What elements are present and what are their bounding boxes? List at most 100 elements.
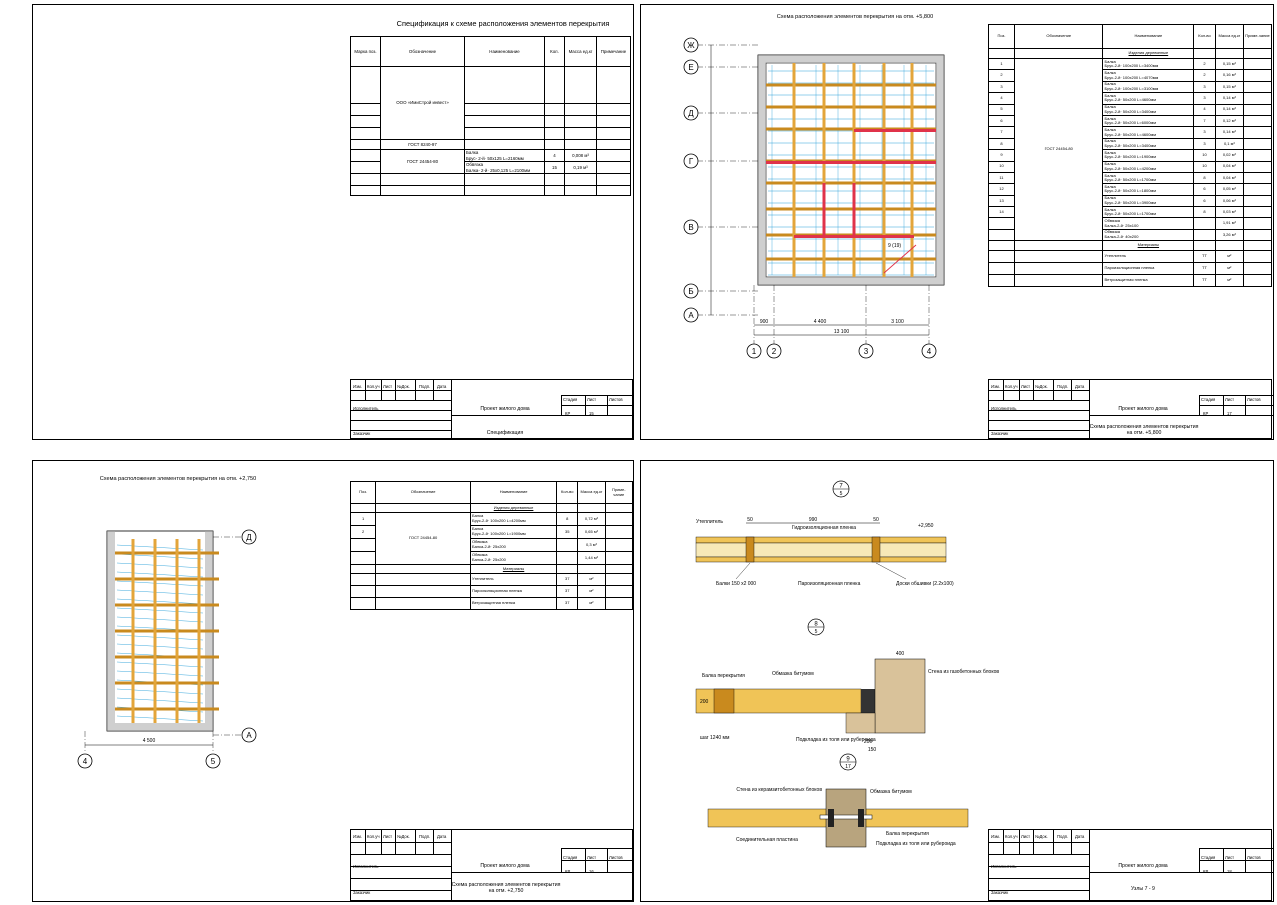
axis-col-1: 5 [211, 757, 216, 766]
red-beam [766, 161, 936, 164]
stamp-col-rule [585, 395, 586, 415]
node9-ref: 17 [845, 764, 851, 770]
beam [852, 63, 856, 277]
mat-name: Пароизоляционная пленка [1102, 262, 1195, 276]
stamp2-subtitle: Схема расположения элементов перекрытия … [1089, 424, 1199, 436]
s1-item1-qty: 15 [544, 161, 565, 174]
row-mass: 0,05 м³ [1214, 183, 1244, 196]
axis-row-2-circle [683, 105, 699, 121]
row-pos: 12 [988, 183, 1015, 196]
row-qty: 8 [1193, 206, 1216, 219]
n9-pad: Подкладка из толя или рубероида [876, 841, 956, 847]
s2-h5: Приме-чание [1242, 24, 1273, 49]
mat-gost [1013, 262, 1104, 276]
axis-col-2-circle [858, 343, 874, 359]
stamp-rule [351, 854, 451, 855]
stamp4-checker: Заказчик [991, 890, 1009, 895]
n9-bitumen [828, 809, 834, 827]
row-mass: 3,26 м³ [1214, 228, 1244, 242]
red-beam [822, 183, 826, 235]
row-mass: 0,14 м³ [1214, 92, 1244, 105]
beam [197, 539, 201, 723]
mat-note [1242, 250, 1273, 264]
dim-900: 900 [760, 319, 769, 325]
beam-end [205, 707, 219, 711]
stamp4-col-list: Лист [1021, 834, 1031, 839]
stamp-rule [989, 854, 1089, 855]
axis-col-0-circle [77, 753, 93, 769]
mat-gost [375, 597, 471, 610]
sheathing-line [116, 598, 204, 605]
stamp1-col-doc: №Док. [397, 384, 410, 389]
stamp2-executor: Исполнитель [991, 406, 1017, 411]
row-name: Балка Брус-2-й· 50х200 L=1700мм [1102, 206, 1195, 219]
row-pos: 8 [988, 137, 1015, 151]
row-name: Обвязка Балка-2-й· 40х200 [1102, 228, 1195, 242]
n8-step: шаг 1240 мм [700, 735, 730, 741]
row-pos [988, 228, 1015, 242]
stamp-rule [351, 842, 451, 843]
row-pos: 13 [988, 194, 1015, 208]
mat-gost [375, 573, 471, 586]
stamp-rule [561, 395, 634, 396]
row-note [1242, 57, 1273, 71]
n8-dim-150: 150 [868, 747, 877, 753]
beam [115, 655, 205, 659]
beam [910, 63, 914, 277]
mat-unit: м² [1214, 250, 1244, 264]
beam [115, 629, 205, 633]
row-note [1242, 137, 1273, 151]
stamp1-col-sign: Подп. [419, 384, 431, 389]
stamp-rule [451, 871, 634, 873]
s3-h5: Приме-чание [604, 481, 634, 504]
stamp3-stage: КР [565, 869, 571, 874]
axis-col-2: 3 [864, 347, 869, 356]
sheet-floor-plan-2750: Схема расположения элементов перекрытия … [32, 460, 634, 902]
n8-dim-200: 200 [864, 739, 873, 745]
stamp2-sheet: 17 [1227, 411, 1232, 416]
mat-name: Ветрозащитная пленка [1102, 274, 1195, 288]
row-qty: 3 [1193, 137, 1216, 151]
n7-dim1: 50 [747, 517, 753, 523]
stamp1-col-list: Лист [383, 384, 393, 389]
sheathing-line [116, 562, 204, 569]
n8-dim-h: 200 [700, 699, 709, 705]
row-name: Балка Брус-2-й· 50х200 L=3400мм [1102, 137, 1195, 151]
stamp3-col-izm: Изм. [353, 834, 362, 839]
n9-beam-label: Балка перекрытия [886, 831, 929, 837]
row-qty: 10 [1193, 160, 1216, 173]
row-mass: 0,72 м³ [577, 512, 606, 526]
stamp4-subtitle: Узлы 7 - 9 [1131, 886, 1155, 892]
stamp2-col-izm: Изм. [991, 384, 1000, 389]
row-mass: 0,65 м³ [577, 525, 606, 539]
mat-unit: м² [577, 585, 606, 598]
s2-h4: Масса ед.кг [1214, 24, 1244, 49]
stamp1-stage-h: Стадия [563, 397, 578, 402]
beam-end [205, 629, 219, 633]
s1-item0-name: Балка Брус- 2-й· 50х125 L=2160мм [464, 149, 545, 162]
stamp3-col-kol: Кол.уч [367, 834, 380, 839]
row-pos: 2 [988, 69, 1015, 82]
stamp-col-rule [433, 380, 434, 400]
dim-13100: 13 100 [834, 329, 850, 335]
stamp-rule [1199, 405, 1273, 407]
row-qty: 2 [1193, 57, 1216, 71]
stamp-col-rule [1199, 395, 1200, 415]
mat-qty: 37 [556, 597, 579, 610]
stamp-col-rule [1003, 830, 1004, 854]
stamp2-stage-h: Стадия [1201, 397, 1216, 402]
n9-bitumen [858, 809, 864, 827]
stamp-left-block [351, 830, 452, 902]
stamp-col-rule [1003, 380, 1004, 400]
stamp3-sheet-h: Лист [587, 855, 597, 860]
row-pos: 5 [988, 103, 1015, 116]
row-note [604, 525, 634, 539]
mat-name: Утеплитель [1102, 250, 1195, 264]
stamp1-col-kol: Кол.уч [367, 384, 380, 389]
stamp-rule [351, 866, 451, 867]
